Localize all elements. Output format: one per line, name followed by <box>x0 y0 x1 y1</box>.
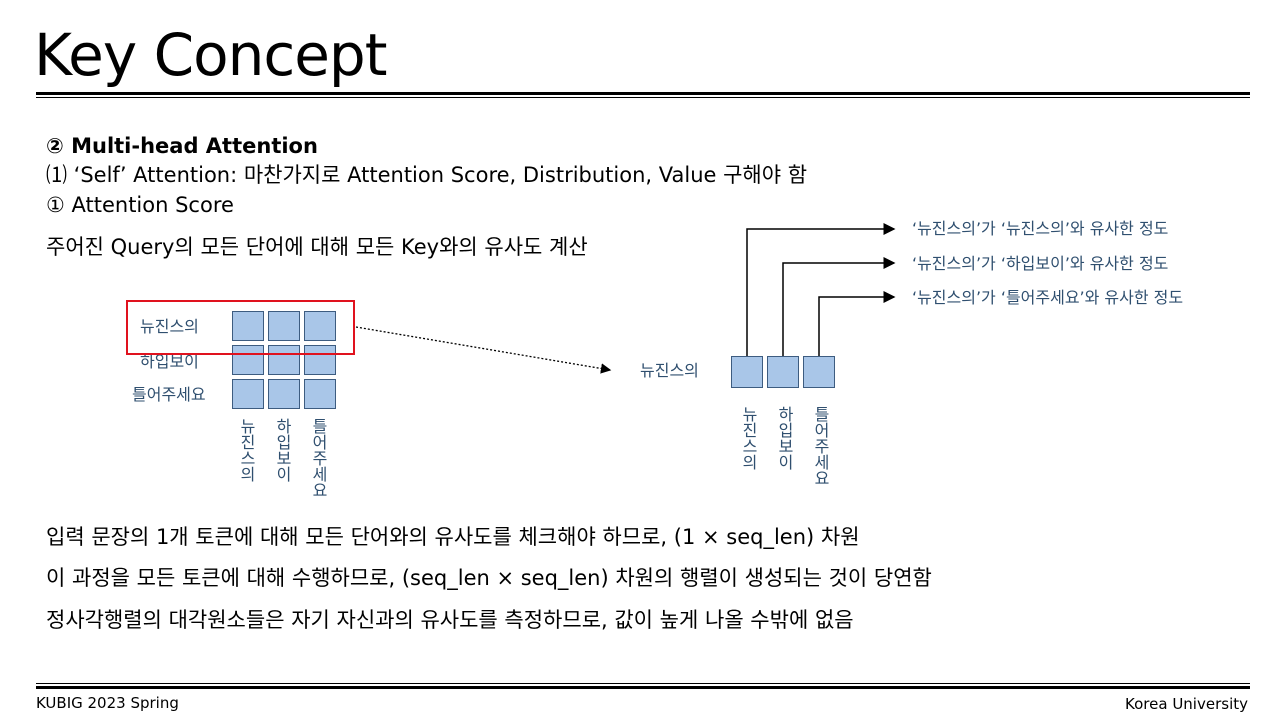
annotation-arrow-3 <box>818 291 896 356</box>
left-row-label-2: 하입보이 <box>140 352 199 371</box>
matrix-cell <box>268 379 300 409</box>
annotation-2: ‘뉴진스의’가 ‘하입보이’와 유사한 정도 <box>912 254 1169 273</box>
matrix-cell <box>304 345 336 375</box>
matrix-cell <box>268 345 300 375</box>
vector-cell <box>767 356 799 388</box>
dotted-arrow <box>355 326 612 374</box>
section-heading: ② Multi-head Attention <box>46 134 318 158</box>
matrix-cell <box>304 311 336 341</box>
vector-cell <box>803 356 835 388</box>
subheading-self-attention: ⑴ ‘Self’ Attention: 마찬가지로 Attention Scor… <box>46 163 808 187</box>
left-col-label-3: 틀어주세요 <box>309 418 328 498</box>
title-rule-thick <box>36 92 1250 95</box>
matrix-cell <box>304 379 336 409</box>
left-row-label-1: 뉴진스의 <box>140 317 199 336</box>
slide-title: Key Concept <box>34 21 387 89</box>
right-col-label-1: 뉴진스의 <box>739 406 758 470</box>
bottom-text-1: 입력 문장의 1개 토큰에 대해 모든 단어와의 유사도를 체크해야 하므로, … <box>46 525 860 549</box>
left-col-label-2: 하입보이 <box>273 418 292 482</box>
footer-rule-thin <box>36 683 1250 684</box>
matrix-cell <box>232 311 264 341</box>
annotation-1: ‘뉴진스의’가 ‘뉴진스의’와 유사한 정도 <box>912 219 1169 238</box>
footer-left: KUBIG 2023 Spring <box>36 694 179 712</box>
query-row-highlight <box>126 300 355 355</box>
subheading-attention-score: ① Attention Score <box>46 193 234 217</box>
footer-rule-thick <box>36 686 1250 689</box>
left-col-label-1: 뉴진스의 <box>237 418 256 482</box>
matrix-cell <box>268 311 300 341</box>
right-row-label: 뉴진스의 <box>640 361 699 380</box>
title-rule-thin <box>36 97 1250 98</box>
right-col-label-2: 하입보이 <box>775 406 794 470</box>
matrix-cell <box>232 345 264 375</box>
matrix-cell <box>232 379 264 409</box>
annotation-3: ‘뉴진스의’가 ‘틀어주세요’와 유사한 정도 <box>912 288 1184 307</box>
annotation-arrow-2 <box>782 257 896 356</box>
left-row-label-3: 틀어주세요 <box>132 385 206 404</box>
right-col-label-3: 틀어주세요 <box>811 406 830 486</box>
bottom-text-3: 정사각행렬의 대각원소들은 자기 자신과의 유사도를 측정하므로, 값이 높게 … <box>46 608 854 632</box>
footer-right: Korea University <box>1125 695 1248 713</box>
annotation-arrow-1 <box>746 223 896 356</box>
vector-cell <box>731 356 763 388</box>
bottom-text-2: 이 과정을 모든 토큰에 대해 수행하므로, (seq_len × seq_le… <box>46 566 932 590</box>
description-line: 주어진 Query의 모든 단어에 대해 모든 Key와의 유사도 계산 <box>46 235 588 259</box>
